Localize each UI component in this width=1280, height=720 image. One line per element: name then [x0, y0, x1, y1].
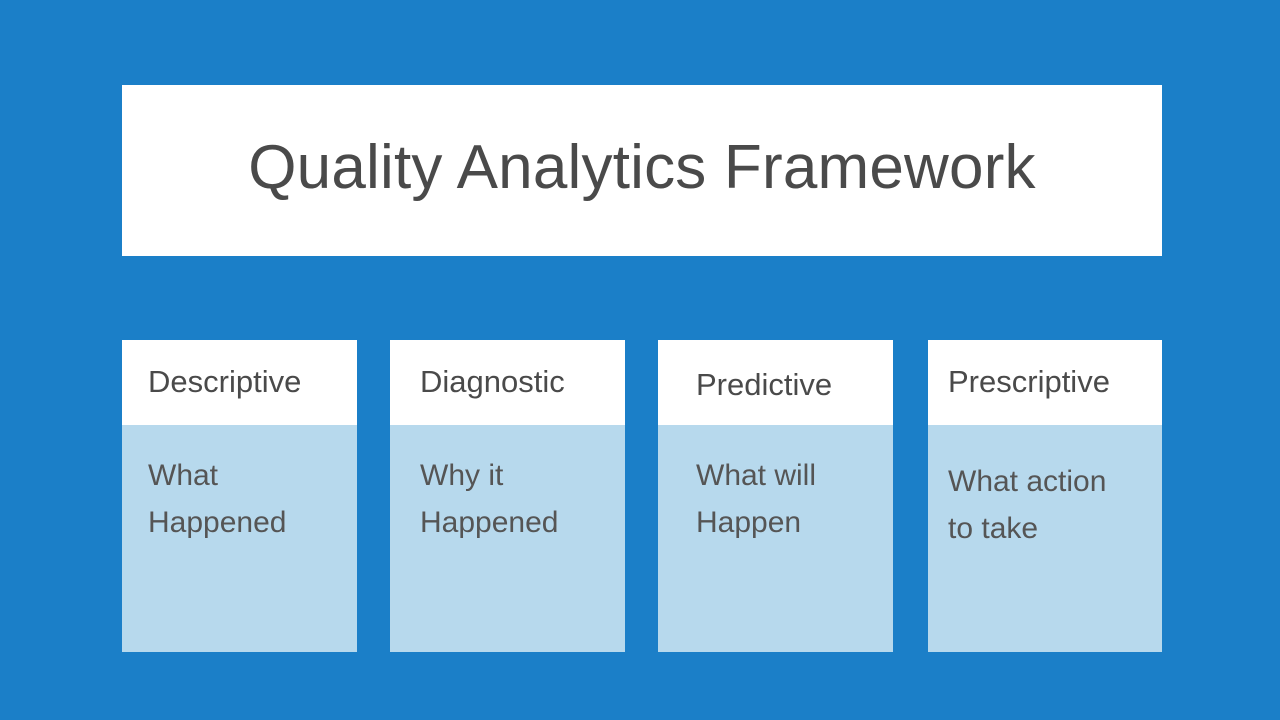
card-title: Predictive: [696, 367, 833, 403]
card-title: Diagnostic: [420, 364, 565, 400]
card-body: What action to take: [928, 425, 1162, 552]
title-card: Quality Analytics Framework: [122, 85, 1162, 256]
analytics-card-diagnostic[interactable]: Diagnostic Why it Happened: [390, 340, 625, 652]
card-body: What Happened: [122, 425, 357, 546]
card-header: Predictive: [658, 340, 893, 425]
card-header: Diagnostic: [390, 340, 625, 425]
card-description: What will Happen: [696, 459, 817, 539]
analytics-card-prescriptive[interactable]: Prescriptive What action to take: [928, 340, 1162, 652]
card-description: What Happened: [148, 459, 287, 539]
card-description: What action to take: [948, 465, 1107, 545]
analytics-card-descriptive[interactable]: Descriptive What Happened: [122, 340, 357, 652]
card-description: Why it Happened: [420, 459, 559, 539]
card-header: Prescriptive: [928, 340, 1162, 425]
card-body: Why it Happened: [390, 425, 625, 546]
card-title: Descriptive: [148, 364, 302, 400]
card-header: Descriptive: [122, 340, 357, 425]
card-body: What will Happen: [658, 425, 893, 546]
card-title: Prescriptive: [948, 364, 1110, 400]
page-title: Quality Analytics Framework: [248, 132, 1036, 202]
analytics-card-predictive[interactable]: Predictive What will Happen: [658, 340, 893, 652]
